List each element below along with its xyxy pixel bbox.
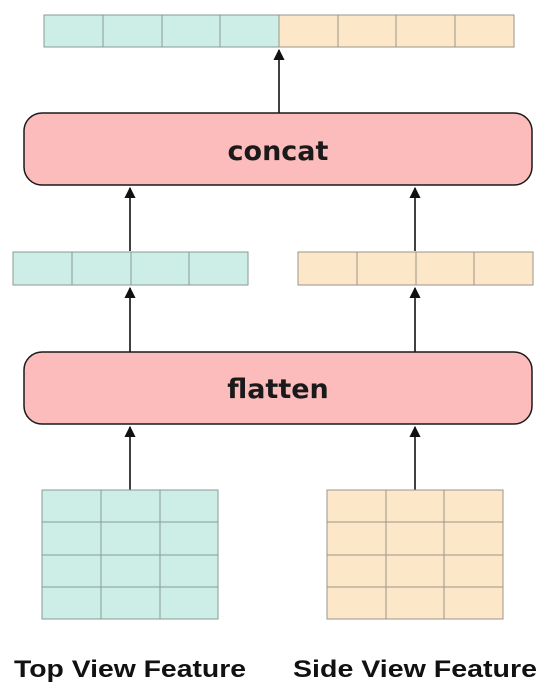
concat-label: concat <box>228 136 329 167</box>
flatten-box: flatten <box>23 351 533 425</box>
top-view-caption: Top View Feature <box>14 656 246 683</box>
concat-output-vector <box>43 14 515 48</box>
side-view-feature-grid <box>326 489 504 620</box>
side-view-caption: Side View Feature <box>293 656 537 683</box>
flatten-label: flatten <box>227 374 329 405</box>
side-view-flat-vector <box>297 251 534 286</box>
top-view-flat-vector <box>12 251 249 286</box>
top-view-feature-grid <box>41 489 219 620</box>
concat-box: concat <box>23 112 533 186</box>
